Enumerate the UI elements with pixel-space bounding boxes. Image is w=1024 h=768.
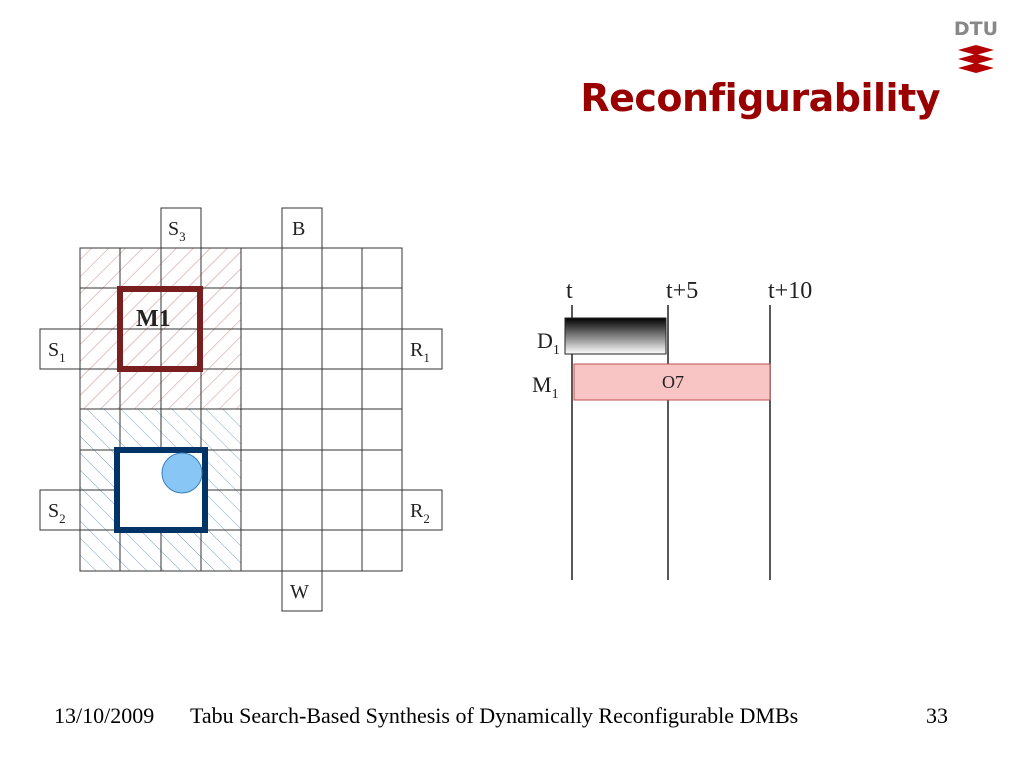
port-w-label: W xyxy=(290,581,309,603)
port-s2-box xyxy=(39,489,81,531)
m1-op-bar xyxy=(573,363,771,401)
row-label-m1: M1 xyxy=(532,372,559,402)
module-m1-border xyxy=(117,286,203,372)
slide-title: Reconfigurability xyxy=(580,76,940,120)
dtu-logo: DTU xyxy=(950,18,1002,80)
port-w-box xyxy=(281,570,323,612)
diagram-canvas: S3 B S1 R1 S2 R2 W M1 t t+5 t+10 D1 O7 M… xyxy=(39,207,812,612)
footer-title: Tabu Search-Based Synthesis of Dynamical… xyxy=(190,703,799,728)
d1-bar xyxy=(564,317,667,355)
droplet xyxy=(161,452,203,494)
port-s1-box xyxy=(39,328,81,370)
schedule-chart: t t+5 t+10 D1 O7 M1 xyxy=(532,278,812,580)
port-b-label: B xyxy=(292,218,305,240)
time-label-t5: t+5 xyxy=(666,278,698,304)
port-r1-label: R1 xyxy=(410,339,430,365)
module-m1-label: M1 xyxy=(136,306,171,332)
port-s2-label: S2 xyxy=(48,500,66,526)
port-s3-box xyxy=(160,207,202,249)
row-label-d1: D1 xyxy=(537,328,560,358)
m1-op-label: O7 xyxy=(662,372,684,392)
footer-page-number: 33 xyxy=(926,703,948,728)
dtu-logo-mark xyxy=(958,45,994,73)
port-s3-label: S3 xyxy=(168,218,186,244)
footer-date: 13/10/2009 xyxy=(54,703,155,728)
port-r2-label: R2 xyxy=(410,500,430,526)
dtu-logo-text: DTU xyxy=(953,18,999,40)
port-s1-label: S1 xyxy=(48,339,66,365)
port-r1-box xyxy=(401,328,443,370)
port-b-box xyxy=(281,207,323,249)
port-r2-box xyxy=(401,489,443,531)
time-label-t: t xyxy=(566,278,573,304)
time-label-t10: t+10 xyxy=(768,278,812,304)
